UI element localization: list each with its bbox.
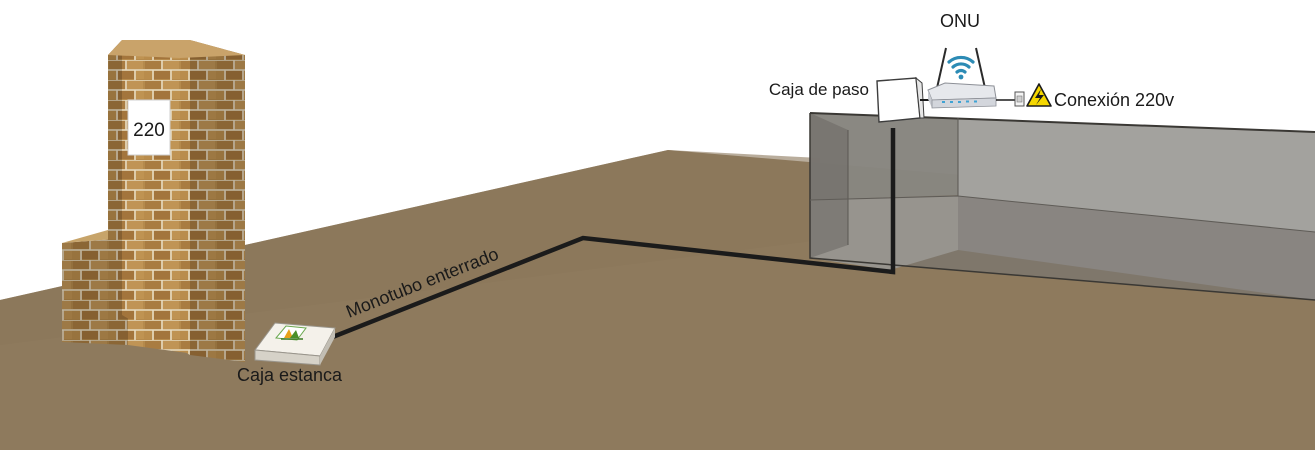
pool-structure [809, 112, 1315, 301]
caja-de-paso-label: Caja de paso [769, 80, 869, 99]
onu-router [927, 47, 1015, 109]
onu-label: ONU [940, 11, 980, 31]
wifi-icon [947, 55, 975, 80]
brick-pillar: 220 [62, 40, 245, 362]
power-plug-icon [1014, 91, 1025, 107]
buried-cable [319, 128, 896, 345]
pillar-number-plate [127, 99, 171, 156]
high-voltage-warning-icon [1026, 83, 1052, 107]
conexion-220v-label: Conexión 220v [1054, 90, 1174, 110]
utility-company-logo-icon [275, 325, 307, 341]
caja-de-paso-box [876, 76, 932, 123]
caja-estanca-label: Caja estanca [237, 365, 343, 385]
caja-estanca-box [254, 322, 336, 366]
pillar-number: 220 [133, 120, 165, 141]
